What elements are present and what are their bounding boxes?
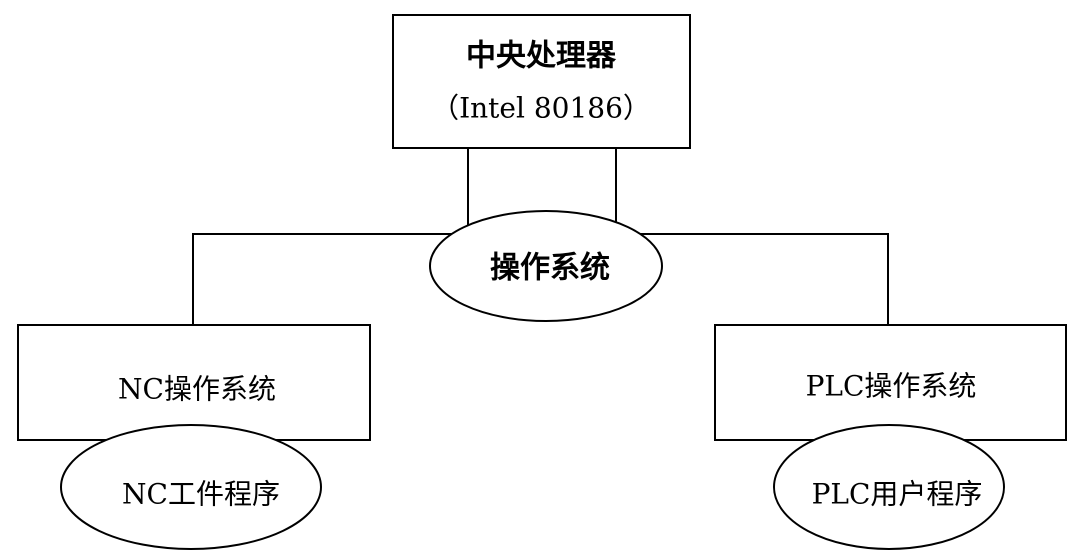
os-node: 操作系统 bbox=[429, 210, 663, 322]
nc-program-label: NC工件程序 bbox=[122, 478, 280, 511]
cpu-box bbox=[392, 14, 691, 149]
cpu-model: （Intel 80186） bbox=[431, 92, 651, 125]
nc-os-label: NC操作系统 bbox=[118, 373, 276, 406]
plc-os-label: PLC操作系统 bbox=[806, 370, 977, 403]
nc-program-ellipse bbox=[60, 424, 322, 550]
plc-program-label: PLC用户程序 bbox=[812, 478, 983, 511]
connector-cpu-to-plc bbox=[615, 148, 889, 325]
plc-os-node: PLC操作系统 bbox=[714, 324, 1067, 441]
nc-program-node: NC工件程序 bbox=[60, 424, 322, 550]
connector-cpu-to-nc bbox=[192, 148, 469, 325]
connectors bbox=[192, 148, 889, 325]
os-ellipse bbox=[429, 210, 663, 322]
cpu-title: 中央处理器 bbox=[466, 39, 617, 74]
cpu-node: 中央处理器 （Intel 80186） bbox=[392, 14, 691, 149]
plc-os-box bbox=[714, 324, 1067, 441]
nc-os-node: NC操作系统 bbox=[17, 324, 371, 441]
plc-program-node: PLC用户程序 bbox=[773, 424, 1005, 550]
os-label: 操作系统 bbox=[490, 251, 610, 286]
nc-os-box bbox=[17, 324, 371, 441]
plc-program-ellipse bbox=[773, 424, 1005, 550]
